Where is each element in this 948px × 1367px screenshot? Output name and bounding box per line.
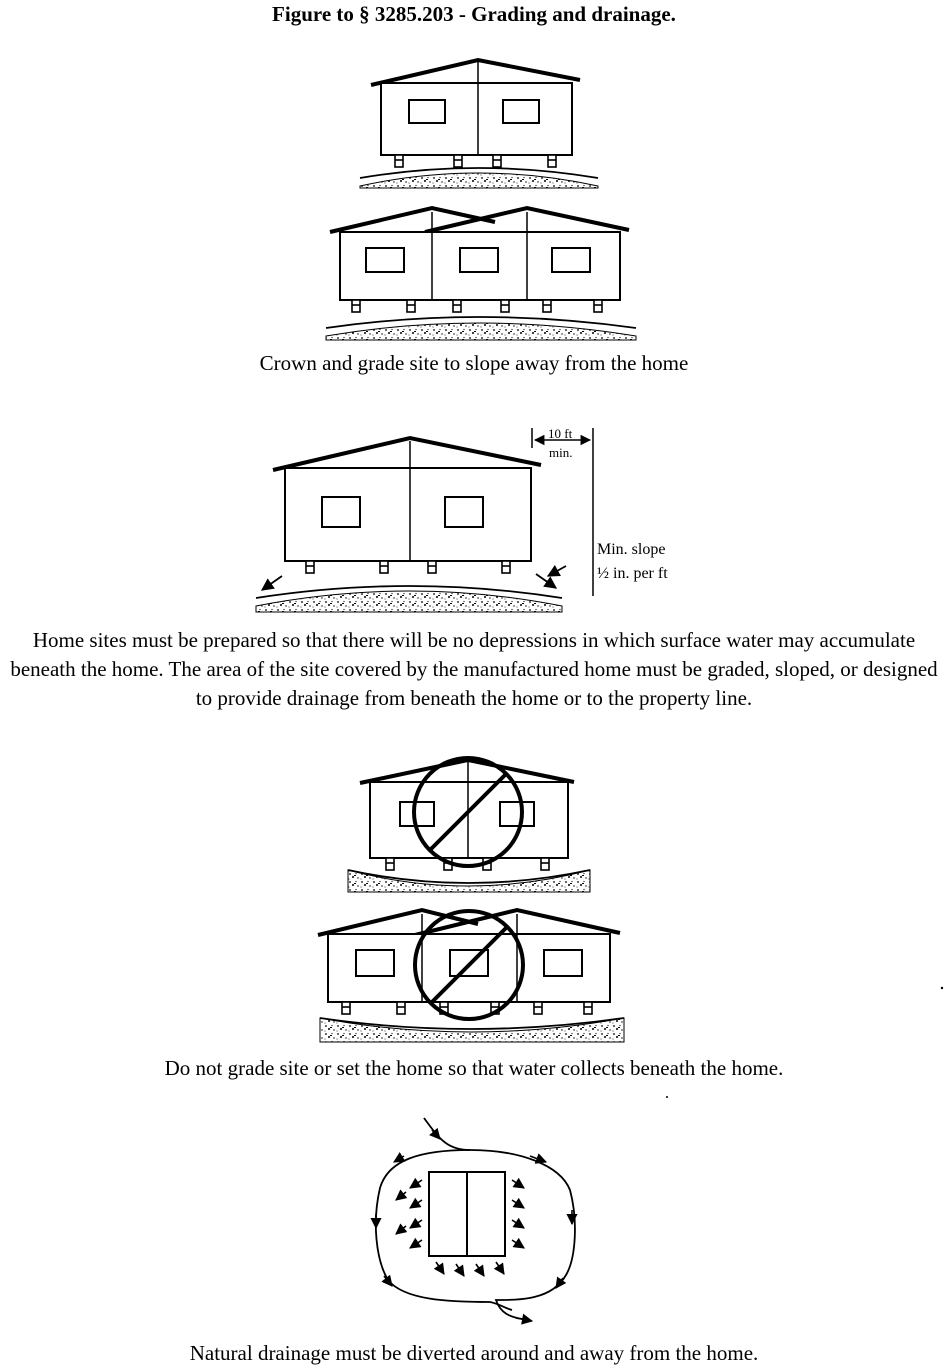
piers-3 (305, 560, 511, 574)
slope-title-label: Min. slope (597, 541, 665, 558)
ground-crowned-1 (359, 167, 599, 189)
prohibited-icon (412, 756, 524, 868)
piers-2 (351, 299, 603, 313)
drainage-arrows-right (511, 1177, 525, 1249)
home-plan-view (428, 1171, 506, 1257)
caption-requirement: Home sites must be prepared so that ther… (10, 628, 938, 710)
ground-crowned-2 (325, 316, 637, 341)
ground-depressed-5 (319, 1017, 625, 1043)
dimension-lines (531, 428, 594, 596)
stray-dot (940, 986, 944, 990)
double-home-depression (317, 907, 621, 1003)
home-with-slope-dimension (272, 435, 542, 562)
piers-1 (394, 154, 557, 168)
ground-depressed-4 (347, 869, 591, 893)
single-home-depression (359, 757, 575, 859)
prohibited-icon-2 (413, 909, 525, 1021)
caption-crown: Crown and grade site to slope away from … (259, 351, 689, 375)
caption-prohibited: Do not grade site or set the home so tha… (164, 1056, 784, 1080)
distance-value-label: 10 ft (548, 426, 573, 441)
caption-divert: Natural drainage must be diverted around… (189, 1341, 759, 1365)
ground-crowned-3 (255, 585, 563, 613)
double-section-home-sloped (329, 205, 630, 301)
figure-title: Figure to § 3285.203 - Grading and drain… (272, 2, 676, 26)
slope-value-label: ½ in. per ft (597, 565, 668, 582)
distance-min-label: min. (549, 445, 572, 460)
drainage-arrows-bottom (433, 1261, 505, 1277)
single-section-home-sloped (370, 57, 581, 156)
flow-arrowheads (370, 1127, 578, 1325)
stray-dot-2 (666, 1096, 668, 1098)
drainage-arrows-left (395, 1177, 423, 1249)
piers-5 (341, 1001, 593, 1015)
runoff-arrows (260, 564, 567, 591)
